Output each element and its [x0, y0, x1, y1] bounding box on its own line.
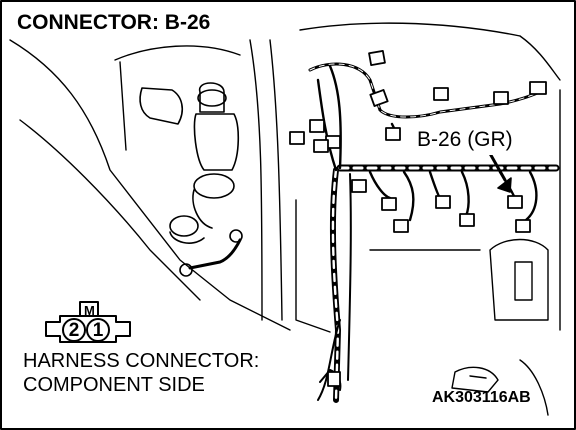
- connector-face-symbol: [45, 301, 131, 343]
- terminal-2-label: 2: [68, 320, 80, 341]
- connector-callout-label: B-26 (GR): [413, 125, 517, 155]
- page-title: CONNECTOR: B-26: [9, 6, 219, 39]
- caption-line-2: COMPONENT SIDE: [21, 374, 207, 396]
- reservoir-caps: [139, 82, 243, 277]
- harness-connectors: [289, 49, 547, 387]
- caption-line-1: HARNESS CONNECTOR:: [21, 350, 262, 372]
- connector-key-mark: M: [84, 303, 95, 318]
- callout-arrow: [486, 148, 512, 193]
- figure-code: AK303116AB: [432, 389, 531, 406]
- terminal-1-label: 1: [92, 320, 104, 341]
- wiring-harness: [308, 62, 560, 403]
- body-panel-lines: [9, 22, 561, 416]
